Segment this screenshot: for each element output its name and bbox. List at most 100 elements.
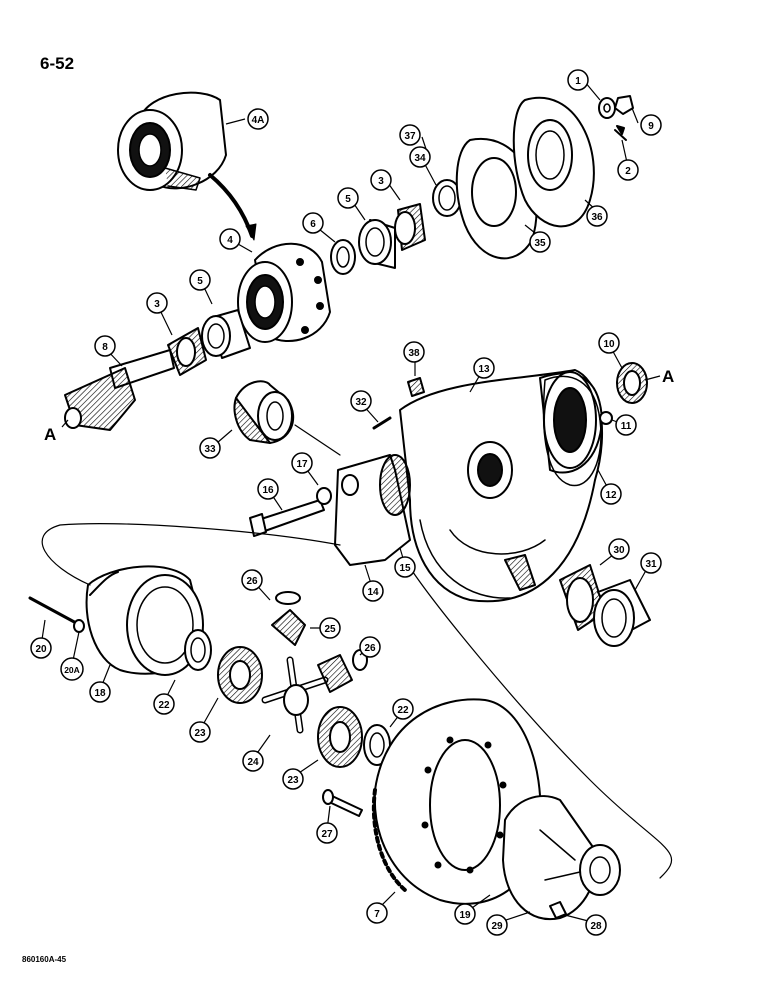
view-marker-left: A (44, 425, 56, 444)
callout-label: 3 (378, 176, 384, 187)
callout-label: 10 (603, 339, 615, 350)
plug (599, 411, 613, 425)
callout-circle (403, 341, 425, 363)
callout-13: 13 (473, 357, 495, 379)
callout-20A: 20A (60, 657, 84, 681)
callout-label: 2 (625, 166, 631, 177)
callout-label: 31 (645, 559, 657, 570)
callout-label: 22 (158, 700, 170, 711)
callout-label: 26 (364, 643, 376, 654)
callout-label: 29 (491, 921, 503, 932)
callout-28: 28 (585, 914, 607, 936)
detail-arrow (208, 173, 254, 238)
breather (407, 377, 425, 397)
pinion-washer-upper (275, 591, 301, 605)
callout-circle (640, 552, 662, 574)
side-gear-lower (317, 706, 363, 768)
callout-label: 38 (408, 348, 420, 359)
ring-gear (371, 698, 542, 905)
callout-label: 36 (591, 212, 603, 223)
callout-36: 36 (586, 205, 608, 227)
callout-label: 22 (397, 705, 409, 716)
side-bearing (616, 362, 648, 404)
callout-4: 4 (219, 228, 241, 250)
callout-circle (94, 335, 116, 357)
callout-22: 22 (392, 698, 414, 720)
callout-7: 7 (366, 902, 388, 924)
page-number: 6-52 (40, 54, 75, 73)
callout-label: 23 (287, 775, 299, 786)
differential-spider (261, 656, 329, 734)
bearing-cone-upper (394, 203, 426, 251)
callout-11: 11 (615, 414, 637, 436)
callout-circle (350, 390, 372, 412)
callout-label: 24 (247, 757, 259, 768)
callout-label: 15 (399, 563, 411, 574)
callout-label: 32 (355, 397, 367, 408)
figure-code: 860160A-45 (22, 955, 67, 964)
callout-6: 6 (302, 212, 324, 234)
callout-circle (409, 146, 431, 168)
callout-38: 38 (403, 341, 425, 363)
callout-label: 14 (367, 587, 379, 598)
callout-circle (359, 636, 381, 658)
bearing-cap (334, 454, 411, 566)
callout-20: 20 (30, 637, 52, 659)
bearing-cone-lower (167, 327, 207, 376)
callout-25: 25 (319, 617, 341, 639)
callout-circle (567, 69, 589, 91)
callout-15: 15 (394, 556, 416, 578)
callout-label: 28 (590, 921, 602, 932)
callout-circle (600, 483, 622, 505)
view-marker-right: A (662, 367, 674, 386)
callout-circle (585, 914, 607, 936)
callout-circle (302, 212, 324, 234)
bearing-cup-lower (201, 309, 251, 359)
callout-label: 19 (459, 910, 471, 921)
callout-37: 37 (399, 124, 421, 146)
callout-label: 16 (262, 485, 274, 496)
callout-12: 12 (600, 483, 622, 505)
callout-circle (316, 822, 338, 844)
diff-pinion-lower (317, 654, 353, 693)
differential-case (85, 565, 206, 676)
callout-31: 31 (640, 552, 662, 574)
case-washer (73, 619, 85, 633)
assembly-line-33 (294, 424, 341, 456)
callout-32: 32 (350, 390, 372, 412)
callout-label: 18 (94, 688, 106, 699)
callout-circle (319, 617, 341, 639)
callout-circle (473, 357, 495, 379)
callout-circle (454, 903, 476, 925)
cap-washer (316, 487, 332, 505)
callout-22: 22 (153, 693, 175, 715)
callout-label: 33 (204, 444, 216, 455)
callout-label: 4 (227, 235, 233, 246)
callout-circle (362, 580, 384, 602)
callout-label: 13 (478, 364, 490, 375)
callout-circle (153, 693, 175, 715)
callout-2: 2 (617, 159, 639, 181)
callout-circle (219, 228, 241, 250)
callout-33: 33 (199, 437, 221, 459)
callout-circle (615, 414, 637, 436)
callout-5: 5 (189, 269, 211, 291)
pinion-carrier-detail (117, 91, 227, 191)
callout-circle (394, 556, 416, 578)
callout-label: 20 (35, 644, 47, 655)
callout-circle (242, 750, 264, 772)
callout-label: 5 (345, 194, 351, 205)
callout-27: 27 (316, 822, 338, 844)
callout-circle (241, 569, 263, 591)
callout-label: 8 (102, 342, 108, 353)
callout-17: 17 (291, 452, 313, 474)
bearing-cup-right (593, 579, 651, 647)
callout-5: 5 (337, 187, 359, 209)
callout-circle (189, 269, 211, 291)
pinion-carrier (237, 242, 331, 343)
callout-label: 35 (534, 238, 546, 249)
callout-circle (608, 538, 630, 560)
case-bolt (28, 596, 80, 626)
callout-label: 5 (197, 276, 203, 287)
